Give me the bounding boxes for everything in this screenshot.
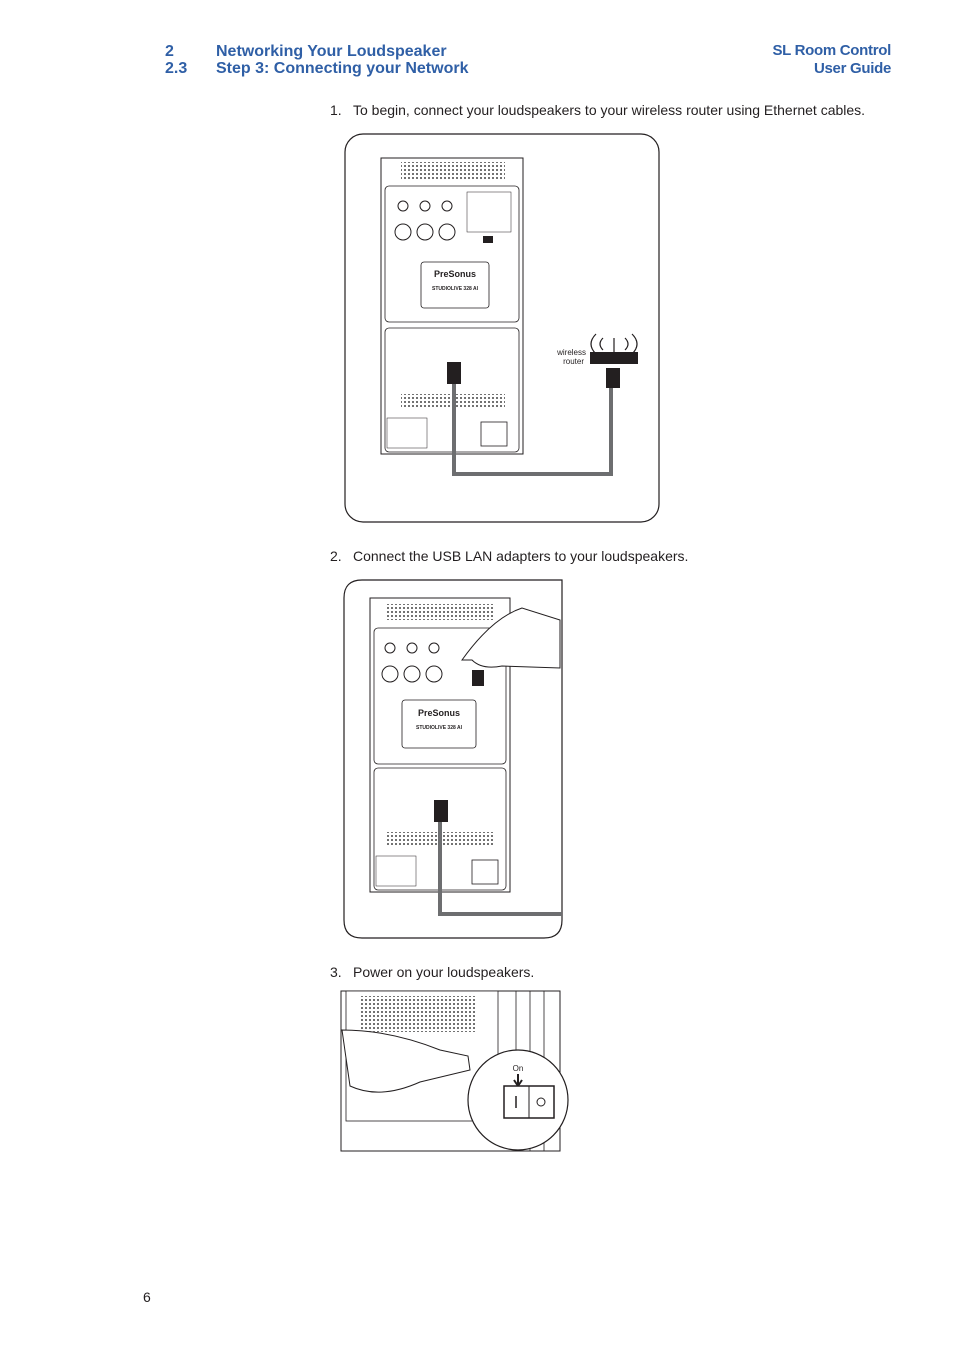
page-number: 6 bbox=[143, 1289, 151, 1305]
router-label-line1: wireless bbox=[556, 348, 586, 357]
ethernet-cable bbox=[452, 384, 613, 476]
step-number: 3. bbox=[330, 964, 342, 980]
model-label: STUDIOLIVE 328 AI bbox=[432, 286, 479, 292]
section-number: 2.3 bbox=[165, 60, 188, 77]
step-1: 1. To begin, connect your loudspeakers to… bbox=[330, 102, 865, 118]
figure-usb-adapter: PreSonus STUDIOLIVE 328 AI bbox=[343, 579, 563, 939]
wireless-router: wireless router bbox=[556, 333, 638, 388]
step-text: Power on your loudspeakers. bbox=[353, 964, 535, 980]
ethernet-cable bbox=[438, 822, 562, 916]
step-3: 3. Power on your loudspeakers. bbox=[330, 964, 534, 980]
step-number: 2. bbox=[330, 548, 342, 564]
brand-label: PreSonus bbox=[418, 708, 460, 718]
router-label-line2: router bbox=[563, 357, 584, 366]
brand-label: PreSonus bbox=[434, 269, 476, 279]
product-name: SL Room Control bbox=[772, 42, 891, 59]
step-text: Connect the USB LAN adapters to your lou… bbox=[353, 548, 689, 564]
hand bbox=[461, 607, 561, 669]
chapter-title: Networking Your Loudspeaker bbox=[216, 43, 447, 60]
switch-on-label: On bbox=[513, 1064, 524, 1073]
model-label: STUDIOLIVE 328 AI bbox=[416, 725, 463, 731]
document-name: User Guide bbox=[813, 60, 891, 77]
chapter-number: 2 bbox=[165, 43, 174, 60]
figure-router-connection: PreSonus STUDIOLIVE 328 AI wireless rout… bbox=[344, 133, 660, 523]
step-text: To begin, connect your loudspeakers to y… bbox=[353, 102, 866, 118]
step-2: 2. Connect the USB LAN adapters to your l… bbox=[330, 548, 688, 564]
figure-power-on: On bbox=[340, 990, 569, 1152]
section-title: Step 3: Connecting your Network bbox=[216, 60, 469, 77]
step-number: 1. bbox=[330, 102, 342, 118]
hand bbox=[341, 1029, 471, 1093]
loudspeaker-panel: PreSonus STUDIOLIVE 328 AI bbox=[380, 157, 524, 455]
